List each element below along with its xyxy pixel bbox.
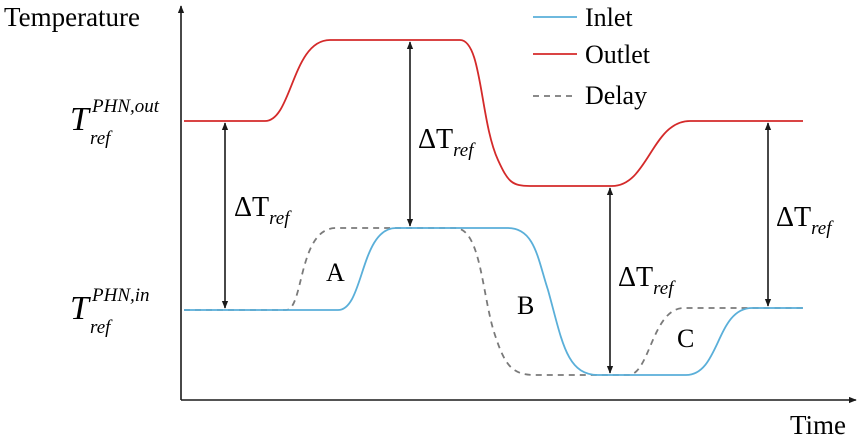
outlet-curve	[184, 39, 803, 187]
svg-text:ref: ref	[90, 128, 113, 149]
region-label-b: B	[517, 291, 534, 320]
svg-text:ref: ref	[90, 317, 113, 338]
delta-label-4: ΔTref	[776, 202, 834, 239]
delta-label-1: ΔTref	[234, 192, 292, 229]
delta-label-2: ΔTref	[418, 124, 476, 161]
y-axis-label: Temperature	[4, 2, 140, 32]
legend-inlet-label: Inlet	[585, 3, 633, 32]
inlet-level-label: T PHN,in ref	[70, 285, 150, 338]
legend-outlet-label: Outlet	[585, 40, 651, 69]
svg-text:PHN,out: PHN,out	[91, 96, 160, 117]
delta-label-3: ΔTref	[618, 262, 676, 299]
svg-text:T: T	[70, 101, 91, 138]
svg-text:PHN,in: PHN,in	[91, 285, 150, 306]
outlet-level-label: T PHN,out ref	[70, 96, 160, 149]
svg-text:T: T	[70, 290, 91, 327]
inlet-curve	[184, 227, 803, 376]
delay-curve	[184, 227, 803, 376]
region-label-a: A	[326, 258, 345, 287]
legend: Inlet Outlet Delay	[533, 3, 651, 110]
region-label-c: C	[677, 324, 694, 353]
x-axis-label: Time	[790, 410, 846, 440]
legend-delay-label: Delay	[585, 81, 647, 110]
